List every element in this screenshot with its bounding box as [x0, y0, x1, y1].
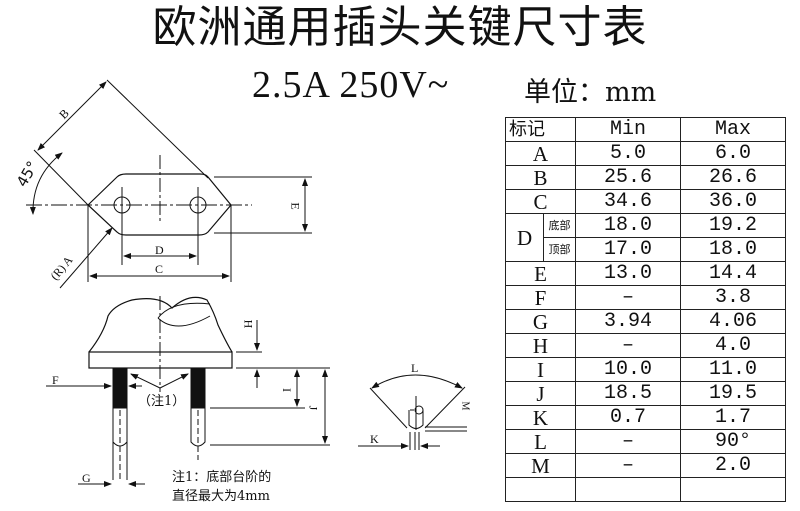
dim-f-label: F [52, 373, 59, 387]
table-row: F – 3.8 [505, 285, 786, 310]
table-row: 顶部 17.0 18.0 [506, 237, 786, 262]
table-row: J 18.5 19.5 [505, 381, 786, 406]
dim-m-label: M [459, 401, 471, 411]
table-header-row: 标记 Min Max [505, 117, 786, 142]
unit-label: 单位：mm [524, 77, 657, 108]
header-max: Max [680, 117, 786, 142]
dim-h-label: H [241, 319, 256, 329]
rating-label: 2.5A 250V~ [252, 64, 450, 106]
header-mark: 标记 [505, 117, 576, 142]
table-row: L – 90° [505, 429, 786, 454]
table-row-empty [505, 477, 786, 502]
table-row: C 34.6 36.0 [505, 189, 786, 214]
table-row: D 底部 18.0 19.2 [504, 213, 786, 262]
table-row: A 5.0 6.0 [505, 141, 786, 166]
page-title: 欧洲通用插头关键尺寸表 [152, 2, 648, 53]
dim-j-label: J [306, 405, 321, 411]
dim-k-label: K [370, 432, 379, 446]
dim-g-label: G [82, 471, 91, 485]
footnote: 注1：底部台阶的 直径最大为4mm [172, 468, 271, 506]
table-row: H – 4.0 [505, 333, 786, 358]
dim-i-label: I [280, 388, 294, 392]
table-row: B 25.6 26.6 [505, 165, 786, 190]
note1-tag: （注1） [138, 394, 186, 409]
table-row: K 0.7 1.7 [505, 405, 786, 430]
table-row: M – 2.0 [505, 453, 786, 478]
dim-c-label: C [155, 262, 164, 276]
dim-d-label: D [155, 243, 164, 257]
dimension-table: 标记 Min Max A 5.0 6.0 B 25.6 26.6 C 34.6 … [504, 117, 786, 502]
header-min: Min [575, 117, 681, 142]
table-row: I 10.0 11.0 [505, 357, 786, 382]
dim-l-label: L [411, 361, 419, 375]
table-row: G 3.94 4.06 [505, 309, 786, 334]
footnote-line1: 注1：底部台阶的 [172, 470, 272, 485]
table-row: E 13.0 14.4 [505, 261, 786, 286]
footnote-line2: 直径最大为4mm [172, 489, 270, 504]
dim-e-label: E [288, 202, 303, 210]
